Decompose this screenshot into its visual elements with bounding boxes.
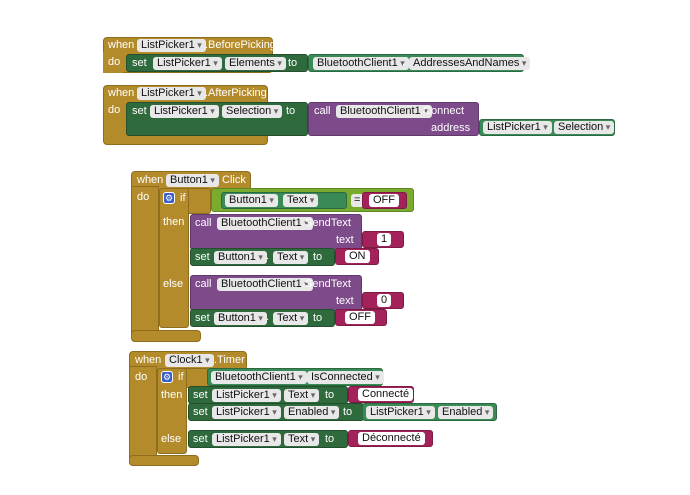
- call-keyword: call: [195, 217, 212, 229]
- set-keyword: set: [193, 406, 208, 418]
- component-dropdown[interactable]: ListPicker1: [137, 39, 206, 52]
- if-keyword: if: [180, 192, 186, 204]
- component-dropdown[interactable]: BluetoothClient1: [211, 371, 307, 384]
- text-label: text: [336, 234, 354, 246]
- component-dropdown[interactable]: ListPicker1: [153, 57, 222, 70]
- event-body: [129, 366, 157, 466]
- call-keyword: call: [314, 105, 331, 117]
- event-footer: [129, 455, 199, 466]
- property-dropdown[interactable]: Elements: [225, 57, 286, 70]
- property-dropdown[interactable]: Text: [283, 194, 319, 207]
- component-dropdown[interactable]: Button1: [166, 174, 219, 187]
- property-dropdown[interactable]: Text: [284, 389, 320, 402]
- when-keyword: when: [137, 174, 164, 186]
- if-keyword: if: [178, 371, 184, 383]
- to-keyword: to: [286, 105, 296, 117]
- component-dropdown[interactable]: ListPicker1: [212, 406, 281, 419]
- then-keyword: then: [163, 216, 185, 228]
- do-keyword: do: [108, 56, 121, 68]
- property-dropdown[interactable]: Selection: [554, 121, 615, 134]
- property-dropdown[interactable]: Text: [273, 251, 309, 264]
- property-dropdown[interactable]: Selection: [222, 105, 283, 118]
- else-keyword: else: [161, 433, 182, 445]
- event-name: .BeforePicking: [205, 39, 276, 51]
- component-dropdown[interactable]: ListPicker1: [212, 433, 281, 446]
- event-name: Click: [222, 174, 246, 186]
- property-dropdown[interactable]: AddressesAndNames: [409, 57, 531, 70]
- text-value[interactable]: 0: [377, 294, 392, 307]
- component-dropdown[interactable]: Clock1: [165, 354, 214, 367]
- text-value[interactable]: OFF: [369, 194, 399, 207]
- when-keyword: when: [108, 87, 135, 99]
- component-dropdown[interactable]: BluetoothClient1: [313, 57, 409, 70]
- component-dropdown[interactable]: BluetoothClient1: [217, 278, 313, 291]
- component-dropdown[interactable]: BluetoothClient1: [217, 217, 313, 230]
- text-value[interactable]: Déconnecté: [358, 432, 425, 445]
- text-value[interactable]: OFF: [345, 311, 375, 324]
- method-name: .SendText: [302, 217, 351, 229]
- component-dropdown[interactable]: ListPicker1: [137, 87, 206, 100]
- set-keyword: set: [193, 389, 208, 401]
- if-else-spine: [159, 188, 189, 328]
- event-name: .Timer: [214, 354, 245, 366]
- set-keyword: set: [195, 251, 210, 263]
- to-keyword: to: [313, 312, 323, 324]
- to-keyword: to: [343, 406, 353, 418]
- property-dropdown[interactable]: Enabled: [438, 406, 494, 419]
- text-label: text: [336, 295, 354, 307]
- method-name: .SendText: [302, 278, 351, 290]
- event-name: .AfterPicking: [205, 87, 267, 99]
- property-dropdown[interactable]: Enabled: [284, 406, 340, 419]
- component-dropdown[interactable]: ListPicker1: [212, 389, 281, 402]
- when-keyword: when: [108, 39, 135, 51]
- gear-icon[interactable]: ⚙: [161, 371, 173, 383]
- set-keyword: set: [193, 433, 208, 445]
- set-keyword: set: [195, 312, 210, 324]
- when-keyword: when: [135, 354, 162, 366]
- gear-icon[interactable]: ⚙: [163, 192, 175, 204]
- component-dropdown[interactable]: ListPicker1: [483, 121, 552, 134]
- event-footer: [131, 330, 201, 342]
- call-keyword: call: [195, 278, 212, 290]
- property-dropdown[interactable]: IsConnected: [307, 371, 384, 384]
- property-dropdown[interactable]: Text: [284, 433, 320, 446]
- text-value[interactable]: Connecté: [358, 388, 414, 401]
- else-keyword: else: [163, 278, 184, 290]
- text-value[interactable]: 1: [377, 233, 392, 246]
- method-name: .Connect: [420, 105, 465, 117]
- component-dropdown[interactable]: Button1: [225, 194, 278, 207]
- set-keyword: set: [132, 57, 147, 69]
- component-dropdown[interactable]: BluetoothClient1: [336, 105, 432, 118]
- component-dropdown[interactable]: ListPicker1: [366, 406, 435, 419]
- set-keyword: set: [132, 105, 147, 117]
- text-value[interactable]: ON: [345, 250, 370, 263]
- to-keyword: to: [325, 433, 335, 445]
- component-dropdown[interactable]: ListPicker1: [150, 105, 219, 118]
- do-keyword: do: [108, 104, 121, 116]
- do-keyword: do: [137, 191, 150, 203]
- do-keyword: do: [135, 371, 148, 383]
- to-keyword: to: [288, 57, 298, 69]
- property-dropdown[interactable]: Text: [273, 312, 309, 325]
- event-body: [131, 186, 159, 342]
- to-keyword: to: [313, 251, 323, 263]
- component-dropdown[interactable]: Button1: [214, 312, 267, 325]
- address-label: address: [431, 122, 471, 134]
- component-dropdown[interactable]: Button1: [214, 251, 267, 264]
- then-keyword: then: [161, 389, 183, 401]
- to-keyword: to: [325, 389, 335, 401]
